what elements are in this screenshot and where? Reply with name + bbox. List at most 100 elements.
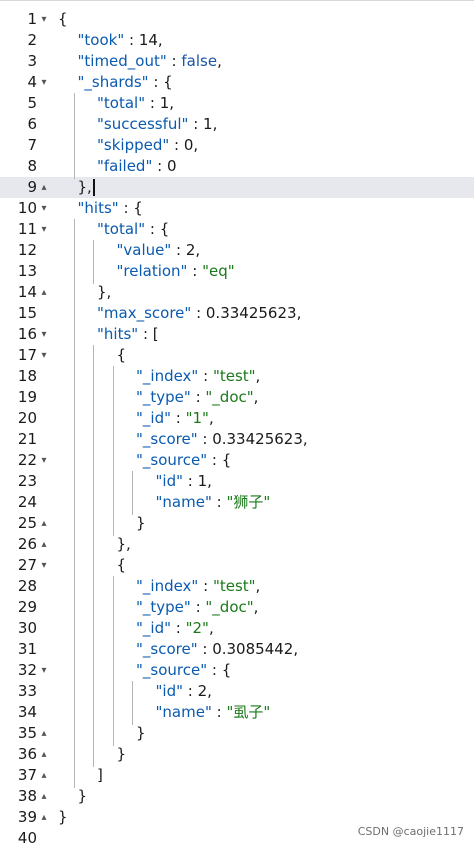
line-gutter: 24: [0, 492, 50, 513]
code-line[interactable]: 28"_index" : "test",: [0, 576, 474, 597]
indent-guide: [93, 240, 94, 284]
code-line[interactable]: 31"_score" : 0.3085442,: [0, 639, 474, 660]
code-line[interactable]: 16▾"hits" : [: [0, 324, 474, 345]
code-line[interactable]: 29"_type" : "_doc",: [0, 597, 474, 618]
fold-expand-icon[interactable]: ▴: [41, 539, 47, 550]
code-line[interactable]: 13"relation" : "eq": [0, 261, 474, 282]
code-line[interactable]: 15"max_score" : 0.33425623,: [0, 303, 474, 324]
code-line[interactable]: 19"_type" : "_doc",: [0, 387, 474, 408]
line-code: "name" : "虱子": [156, 702, 271, 723]
token-punc: ,: [157, 31, 163, 49]
fold-collapse-icon[interactable]: ▾: [41, 203, 47, 214]
fold-collapse-icon[interactable]: ▾: [41, 77, 47, 88]
line-code: }: [78, 786, 88, 807]
line-gutter: 38▴: [0, 786, 50, 807]
token-punc: ,: [217, 52, 222, 70]
code-line[interactable]: 22▾"_source" : {: [0, 450, 474, 471]
fold-expand-icon[interactable]: ▴: [41, 287, 47, 298]
token-punc: },: [116, 535, 131, 553]
line-gutter: 40: [0, 828, 50, 849]
line-code: },: [97, 282, 111, 303]
line-number: 20: [17, 409, 37, 427]
code-line[interactable]: 36▴}: [0, 744, 474, 765]
code-line[interactable]: 18"_index" : "test",: [0, 366, 474, 387]
code-line[interactable]: 30"_id" : "2",: [0, 618, 474, 639]
fold-collapse-icon[interactable]: ▾: [41, 329, 47, 340]
token-num: 0: [166, 157, 177, 175]
fold-expand-icon[interactable]: ▴: [41, 791, 47, 802]
token-punc: :: [171, 409, 186, 427]
line-number: 37: [17, 766, 37, 784]
code-line[interactable]: 21"_score" : 0.33425623,: [0, 429, 474, 450]
line-gutter: 33: [0, 681, 50, 702]
fold-collapse-icon[interactable]: ▾: [41, 14, 47, 25]
code-line[interactable]: 8"failed" : 0: [0, 156, 474, 177]
fold-collapse-icon[interactable]: ▾: [41, 455, 47, 466]
token-key: "total": [97, 94, 146, 112]
line-code: }: [117, 744, 127, 765]
code-line[interactable]: 34"name" : "虱子": [0, 702, 474, 723]
line-gutter: 9▴: [0, 177, 50, 198]
fold-expand-icon[interactable]: ▴: [41, 770, 47, 781]
line-gutter: 27▾: [0, 555, 50, 576]
code-line[interactable]: 6"successful" : 1,: [0, 114, 474, 135]
code-line[interactable]: 37▴]: [0, 765, 474, 786]
token-punc: :: [211, 493, 227, 511]
token-punc: : {: [148, 73, 173, 91]
code-line[interactable]: 10▾"hits" : {: [0, 198, 474, 219]
code-line[interactable]: 12"value" : 2,: [0, 240, 474, 261]
code-line[interactable]: 27▾{: [0, 555, 474, 576]
token-punc: }: [136, 514, 146, 532]
line-number: 1: [27, 10, 37, 28]
line-gutter: 25▴: [0, 513, 50, 534]
code-line[interactable]: 1▾{: [0, 9, 474, 30]
fold-expand-icon[interactable]: ▴: [41, 728, 47, 739]
fold-collapse-icon[interactable]: ▾: [41, 560, 47, 571]
token-punc: :: [197, 640, 213, 658]
fold-collapse-icon[interactable]: ▾: [41, 665, 47, 676]
token-key: "_type": [136, 388, 191, 406]
code-line[interactable]: 2"took" : 14,: [0, 30, 474, 51]
fold-collapse-icon[interactable]: ▾: [41, 350, 47, 361]
code-line[interactable]: 35▴}: [0, 723, 474, 744]
fold-expand-icon[interactable]: ▴: [41, 749, 47, 760]
token-punc: :: [188, 115, 204, 133]
code-line[interactable]: 11▾"total" : {: [0, 219, 474, 240]
code-line[interactable]: 23"id" : 1,: [0, 471, 474, 492]
line-gutter: 28: [0, 576, 50, 597]
code-line[interactable]: 24"name" : "狮子": [0, 492, 474, 513]
line-number: 12: [17, 241, 37, 259]
code-line[interactable]: 38▴}: [0, 786, 474, 807]
code-line[interactable]: 17▾{: [0, 345, 474, 366]
line-number: 28: [17, 577, 37, 595]
line-gutter: 12: [0, 240, 50, 261]
line-code: "failed" : 0: [97, 156, 177, 177]
code-line[interactable]: 4▾"_shards" : {: [0, 72, 474, 93]
code-line[interactable]: 33"id" : 2,: [0, 681, 474, 702]
fold-expand-icon[interactable]: ▴: [41, 182, 47, 193]
code-line[interactable]: 5"total" : 1,: [0, 93, 474, 114]
code-line[interactable]: 7"skipped" : 0,: [0, 135, 474, 156]
code-line[interactable]: 3"timed_out" : false,: [0, 51, 474, 72]
line-code: "_index" : "test",: [136, 366, 260, 387]
line-code: "skipped" : 0,: [97, 135, 198, 156]
code-line[interactable]: 14▴},: [0, 282, 474, 303]
line-code: "timed_out" : false,: [78, 51, 222, 72]
line-gutter: 36▴: [0, 744, 50, 765]
token-num: 0.33425623: [205, 304, 297, 322]
line-number: 26: [17, 535, 37, 553]
fold-expand-icon[interactable]: ▴: [41, 518, 47, 529]
token-str: "1": [185, 409, 209, 427]
code-line[interactable]: 20"_id" : "1",: [0, 408, 474, 429]
token-num: 1: [203, 115, 213, 133]
code-line[interactable]: 39▴}: [0, 807, 474, 828]
fold-collapse-icon[interactable]: ▾: [41, 224, 47, 235]
code-line[interactable]: 26 ▴},: [0, 534, 474, 555]
code-line[interactable]: 32▾"_source" : {: [0, 660, 474, 681]
code-line[interactable]: 40: [0, 828, 474, 849]
fold-expand-icon[interactable]: ▴: [41, 812, 47, 823]
code-line[interactable]: 9▴},: [0, 177, 474, 198]
code-line[interactable]: 25▴}: [0, 513, 474, 534]
token-punc: ,: [208, 619, 214, 637]
